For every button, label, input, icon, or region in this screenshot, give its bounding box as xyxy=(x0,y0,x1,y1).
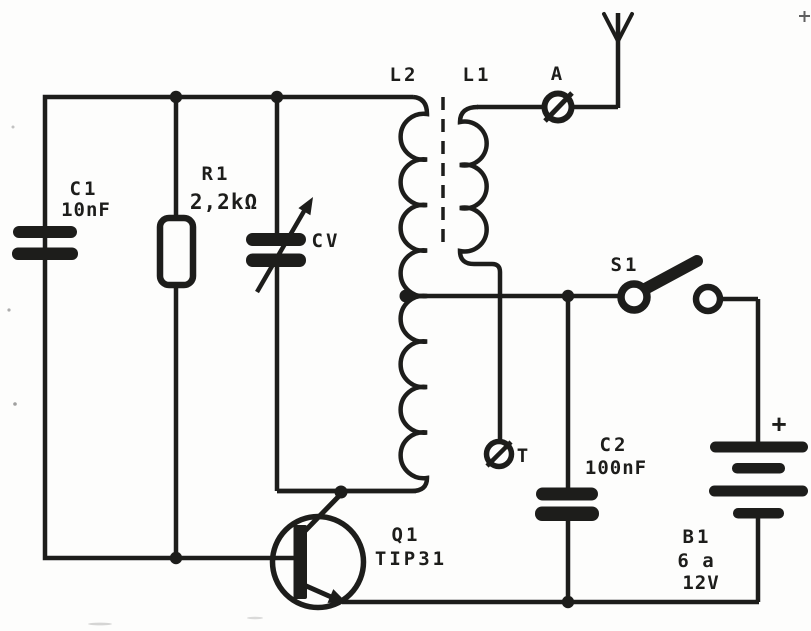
scan-artifacts xyxy=(7,11,810,626)
junction-dot xyxy=(561,289,575,303)
scan-smudge xyxy=(88,622,112,626)
r1-resistor: R1 2,2kΩ xyxy=(156,163,258,289)
scan-speck xyxy=(7,308,11,312)
stray-mark xyxy=(799,11,810,22)
terminal-a-label: A xyxy=(551,63,565,85)
q1-transistor: Q1 TIP31 xyxy=(269,493,447,611)
scan-smudge xyxy=(247,616,263,620)
junction-dot xyxy=(169,551,183,565)
tap-terminal: T xyxy=(483,438,531,470)
l2-coil: L2 xyxy=(277,64,430,494)
s1-switch: S1 xyxy=(611,254,724,315)
cv-plate-top xyxy=(246,233,306,246)
antenna-wings xyxy=(602,12,634,46)
l1-coil-winding xyxy=(457,104,503,441)
c1-plate-top xyxy=(13,226,77,238)
cv-ref-label: CV xyxy=(312,230,341,252)
s1-throw-contact xyxy=(692,283,724,315)
terminal-t-label: T xyxy=(517,445,531,467)
cv-variable-capacitor: CV xyxy=(246,197,341,294)
scan-speck xyxy=(11,125,15,129)
b1-ref-label: B1 xyxy=(683,526,712,548)
q1-ref-label: Q1 xyxy=(392,524,421,546)
c2-plate-top xyxy=(536,487,598,501)
b1-polarity-plus: + xyxy=(771,409,786,438)
b1-battery: + B1 6 a 12V xyxy=(677,409,808,594)
c2-capacitor: C2 100nF xyxy=(535,434,647,521)
c1-plate-bottom xyxy=(12,247,78,260)
junction-dots xyxy=(169,90,575,609)
antenna-terminal: A xyxy=(541,63,575,124)
terminal-t-slash xyxy=(485,440,513,468)
b1-plate-short-2 xyxy=(733,508,784,519)
s1-ref-label: S1 xyxy=(611,254,640,276)
c2-value-label: 100nF xyxy=(585,457,647,479)
b1-plate-long-2 xyxy=(709,485,808,497)
junction-dot xyxy=(561,595,575,609)
b1-plate-short-1 xyxy=(732,463,785,474)
q1-base-bar xyxy=(293,525,307,599)
s1-pole-contact xyxy=(617,280,651,314)
b1-value-line1: 6 a xyxy=(677,550,714,572)
junction-dot xyxy=(270,90,284,104)
junction-dot xyxy=(169,90,183,104)
c2-plate-bottom xyxy=(535,506,599,521)
q1-emitter-arrow xyxy=(327,589,347,603)
c1-ref-label: C1 xyxy=(70,178,99,200)
q1-value-label: TIP31 xyxy=(375,548,447,570)
scan-speck xyxy=(13,402,17,406)
cv-arrow-shaft xyxy=(255,204,309,294)
r1-ref-label: R1 xyxy=(202,163,231,185)
s1-lever xyxy=(639,255,703,295)
c2-ref-label: C2 xyxy=(600,434,629,456)
r1-body xyxy=(156,214,197,289)
b1-plate-long-1 xyxy=(710,441,808,453)
l2-ref-label: L2 xyxy=(390,64,419,86)
cv-arrow-head xyxy=(298,197,313,216)
b1-value-line2: 12V xyxy=(682,572,719,594)
junction-dot xyxy=(334,485,348,499)
antenna-icon xyxy=(602,12,634,46)
l1-coil: L1 xyxy=(457,64,503,441)
junction-dot xyxy=(399,289,413,303)
c1-value-label: 10nF xyxy=(61,199,111,221)
q1-collector-lead xyxy=(302,493,342,534)
wire-switch-to-battery xyxy=(719,296,761,443)
l2-coil-winding xyxy=(277,94,430,494)
r1-value-label: 2,2kΩ xyxy=(190,190,258,214)
c1-capacitor: C1 10nF xyxy=(12,178,111,260)
terminal-a-slash xyxy=(543,91,574,123)
l1-ref-label: L1 xyxy=(463,64,492,86)
